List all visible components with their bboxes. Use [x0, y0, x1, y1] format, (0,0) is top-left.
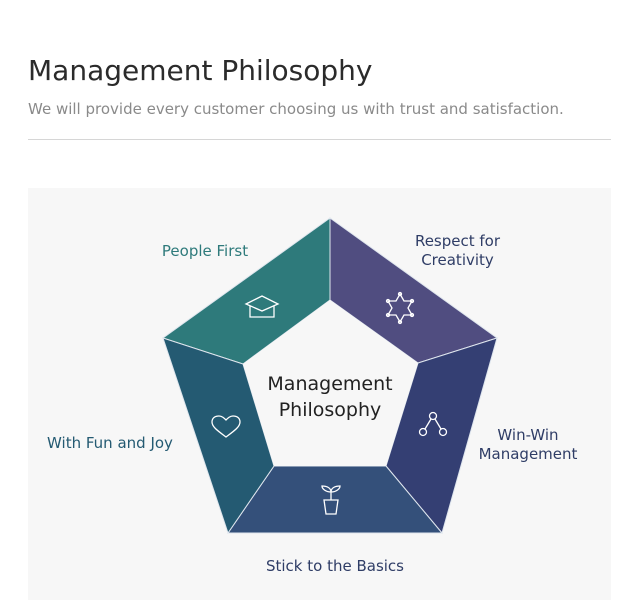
label-basics: Stick to the Basics — [265, 557, 404, 575]
label-respect-creativity: Respect for Creativity — [400, 232, 515, 270]
center-pentagon — [243, 300, 418, 466]
label-fun-joy: With Fun and Joy — [47, 434, 173, 452]
center-title-line2: Philosophy — [278, 399, 382, 421]
label-line: Creativity — [421, 251, 494, 269]
star-network-icon — [385, 291, 415, 325]
center-title-line1: Management — [267, 373, 393, 395]
page-title: Management Philosophy — [28, 54, 373, 87]
page-subtitle: We will provide every customer choosing … — [28, 100, 564, 118]
label-line: Win-Win — [497, 426, 559, 444]
label-line: Respect for — [414, 232, 501, 250]
label-win-win: Win-Win Management — [468, 426, 588, 464]
center-title: Management Philosophy — [250, 371, 410, 423]
heart-icon — [211, 415, 241, 438]
share-nodes-icon — [418, 411, 448, 437]
label-line: Management — [478, 445, 578, 463]
sprout-pot-icon — [321, 485, 341, 515]
divider — [28, 139, 611, 140]
label-people-first: People First — [161, 242, 249, 260]
graduation-cap-icon — [244, 295, 280, 318]
